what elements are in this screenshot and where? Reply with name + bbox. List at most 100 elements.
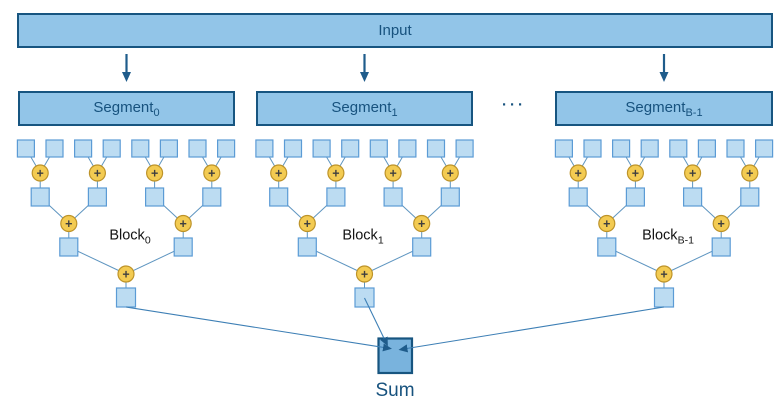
adder-plus-icon <box>270 164 288 182</box>
ellipsis: ··· <box>502 96 526 114</box>
block-1-name: Block <box>342 227 378 244</box>
adder-plus-icon <box>569 164 587 182</box>
register-box <box>455 139 474 158</box>
register-box <box>159 139 178 158</box>
adder-plus-icon <box>355 265 374 283</box>
adder-plus-icon <box>598 214 616 233</box>
adder-trees: +++++++++++++++++++++ <box>16 139 774 308</box>
register-box <box>326 187 346 207</box>
plus-symbol: + <box>122 267 129 281</box>
adder-plus-icon <box>683 164 702 182</box>
plus-symbol: + <box>746 166 753 180</box>
register-box <box>653 287 675 308</box>
adder-plus-icon <box>146 164 164 182</box>
register-box <box>217 139 236 158</box>
register-box <box>87 187 108 207</box>
register-box <box>145 187 165 207</box>
register-box <box>711 237 731 257</box>
register-box <box>16 139 35 158</box>
block-tree-2: +++++++ <box>554 139 774 308</box>
register-box <box>59 237 79 257</box>
plus-symbol: + <box>660 267 667 281</box>
adder-plus-icon <box>298 214 316 233</box>
plus-symbol: + <box>689 166 696 180</box>
register-box <box>440 187 460 207</box>
register-box <box>383 187 403 207</box>
plus-symbol: + <box>718 217 725 231</box>
block-1-subscript: 1 <box>377 234 384 247</box>
adder-plus-icon <box>31 164 49 182</box>
plus-symbol: + <box>389 166 396 180</box>
register-box <box>283 139 303 158</box>
segment-b1-box: SegmentB-1 <box>555 91 773 126</box>
segment-b1-name: Segment <box>625 98 686 116</box>
adder-plus-icon <box>174 214 192 233</box>
block-b1-to-sum-connector <box>398 306 665 353</box>
input-bar: Input <box>17 13 773 48</box>
adder-plus-icon <box>655 265 673 283</box>
register-box <box>30 187 50 207</box>
plus-symbol: + <box>332 166 339 180</box>
register-box <box>269 187 289 207</box>
plus-symbol: + <box>447 166 454 180</box>
register-box <box>625 187 646 207</box>
register-box <box>369 139 388 158</box>
register-box <box>597 237 617 257</box>
plus-symbol: + <box>304 217 311 231</box>
adder-plus-icon <box>117 265 135 283</box>
adder-plus-icon <box>327 164 345 182</box>
register-box <box>611 139 631 158</box>
adder-plus-icon <box>413 214 431 233</box>
adder-plus-icon <box>441 164 459 182</box>
adder-plus-icon <box>203 164 221 182</box>
register-box <box>188 139 207 158</box>
block-b1-name: Block <box>642 227 678 244</box>
register-box <box>697 139 717 158</box>
segment-0-box: Segment0 <box>18 91 235 126</box>
register-box <box>45 139 64 158</box>
register-box <box>740 187 760 207</box>
register-box <box>73 139 93 158</box>
segment-0-label: Segment0 <box>93 99 159 119</box>
register-box <box>102 139 121 158</box>
register-box <box>297 237 317 257</box>
register-box <box>115 287 137 308</box>
block-0-to-sum-connector <box>125 306 392 352</box>
plus-symbol: + <box>151 166 158 180</box>
register-box <box>640 139 659 158</box>
block-1-to-sum-connector <box>364 297 388 347</box>
segment-0-name: Segment <box>93 98 154 116</box>
adder-plus-icon <box>88 164 107 182</box>
plus-symbol: + <box>37 166 44 180</box>
block-b1-subscript: B-1 <box>677 234 694 247</box>
plus-symbol: + <box>418 217 425 231</box>
adder-plus-icon <box>741 164 759 182</box>
register-box <box>398 139 417 158</box>
plus-symbol: + <box>361 267 368 281</box>
sum-box <box>377 337 414 375</box>
block-tree-1: +++++++ <box>255 139 474 308</box>
block-0-subscript: 0 <box>144 234 151 247</box>
block-tree-0: + + + + + + + <box>16 139 236 308</box>
register-box <box>412 237 432 257</box>
plus-symbol: + <box>180 217 187 231</box>
register-box <box>568 187 588 207</box>
block-0-name: Block <box>109 227 145 244</box>
segment-b1-label: SegmentB-1 <box>625 99 702 119</box>
segment-0-subscript: 0 <box>153 106 160 119</box>
block-0-label: Block0 <box>109 228 150 247</box>
block-1-label: Block1 <box>342 228 383 247</box>
plus-symbol: + <box>575 166 582 180</box>
adder-plus-icon <box>60 214 78 233</box>
plus-symbol: + <box>94 166 101 180</box>
sum-label: Sum <box>375 380 415 401</box>
register-box <box>131 139 150 158</box>
plus-symbol: + <box>208 166 215 180</box>
register-box <box>341 139 360 158</box>
segment-b1-subscript: B-1 <box>685 106 703 119</box>
block-b1-label: BlockB-1 <box>642 228 694 247</box>
register-box <box>554 139 574 158</box>
plus-symbol: + <box>65 217 72 231</box>
register-box <box>312 139 331 158</box>
register-box <box>726 139 745 158</box>
